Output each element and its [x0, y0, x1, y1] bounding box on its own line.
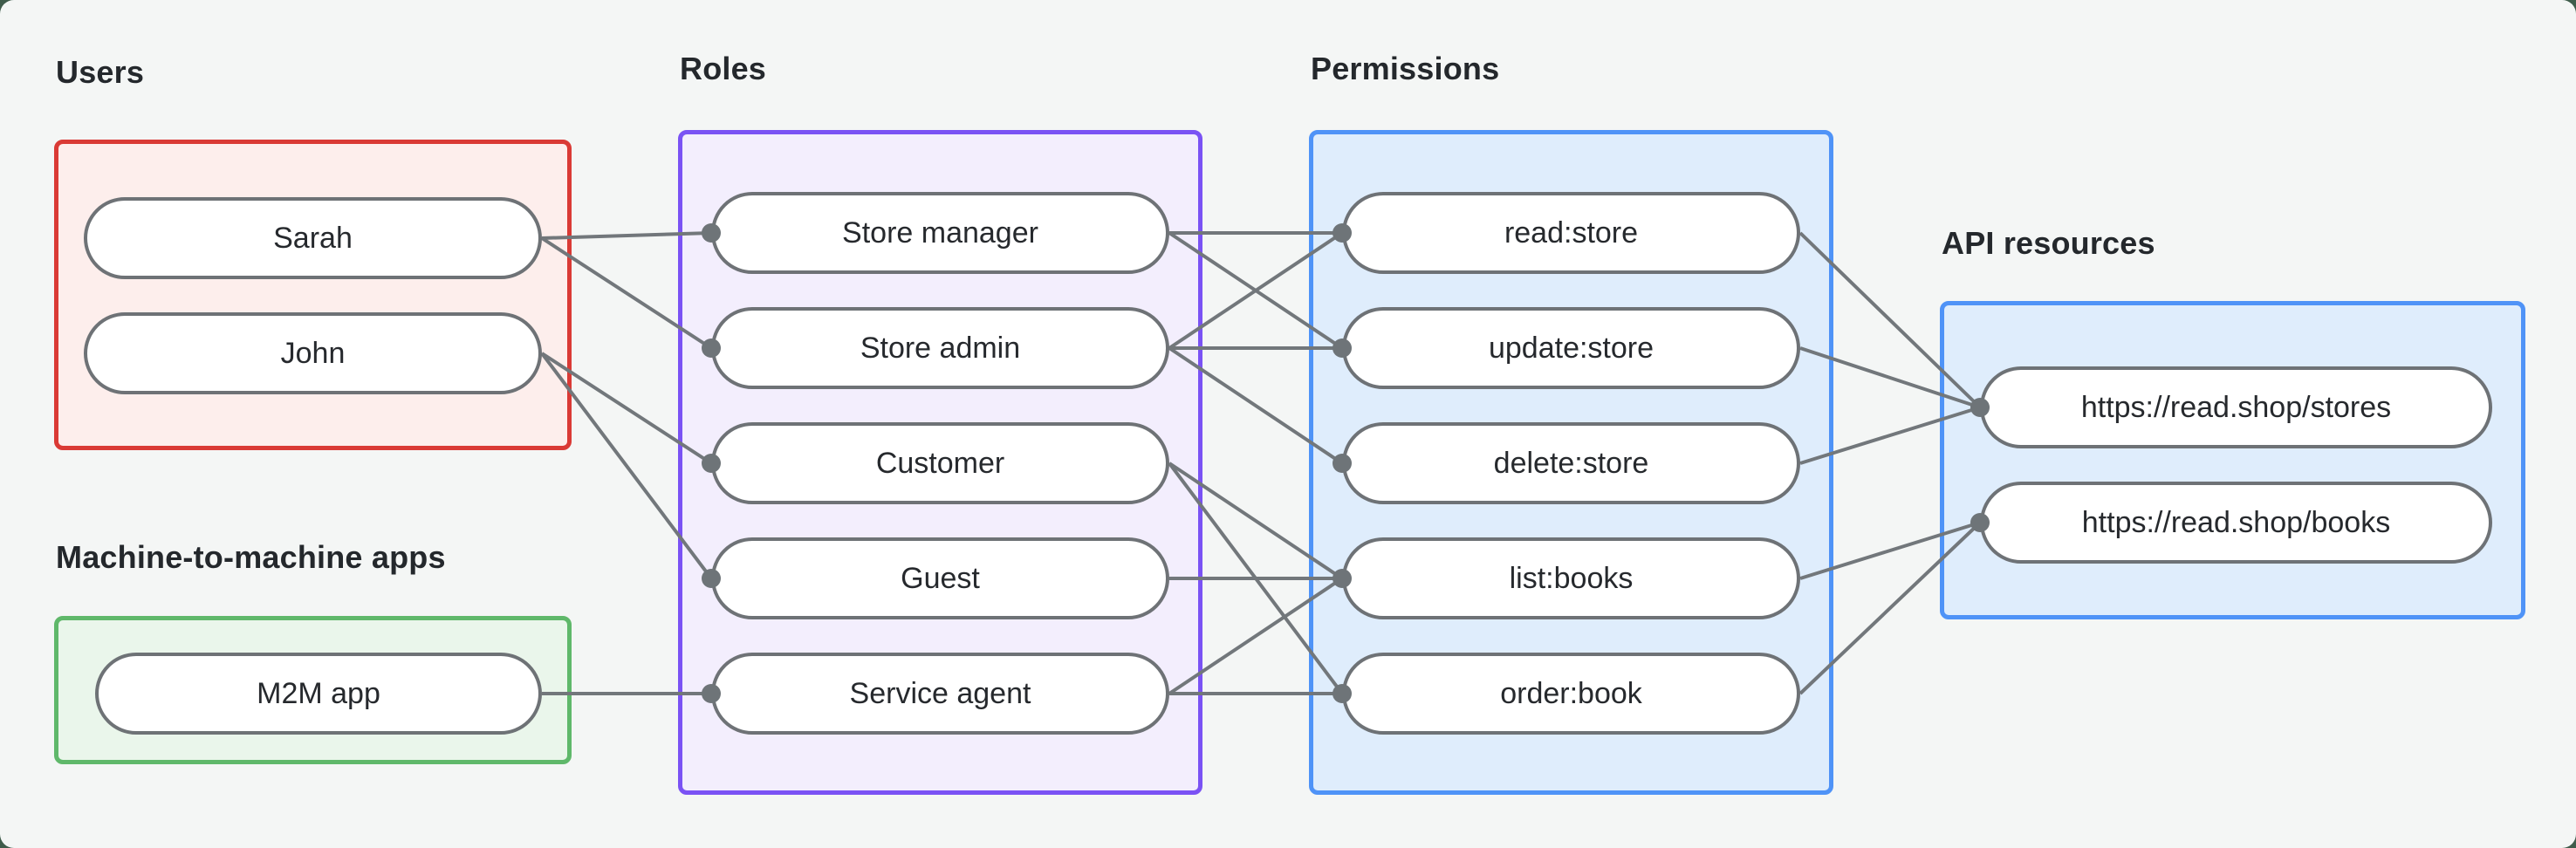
node-pill-order_book: order:book — [1342, 653, 1800, 735]
node-pill-sarah: Sarah — [84, 197, 542, 279]
connector-dot-read_store — [1333, 223, 1352, 243]
group-box-roles — [678, 130, 1202, 795]
node-pill-guest: Guest — [711, 537, 1169, 619]
edge-line-john-to-customer — [540, 352, 713, 465]
node-pill-store_admin: Store admin — [711, 307, 1169, 389]
edge-line-sarah-to-store_manager — [541, 231, 712, 240]
connector-dot-guest — [702, 569, 721, 588]
node-pill-john: John — [84, 312, 542, 394]
node-pill-service_agent: Service agent — [711, 653, 1169, 735]
connector-dot-stores_api — [1970, 398, 1990, 417]
edge-line-delete_store-to-stores_api — [1799, 406, 1981, 465]
edge-line-store_admin-to-delete_store — [1168, 346, 1344, 465]
connector-dot-store_manager — [702, 223, 721, 243]
group-box-users — [54, 140, 572, 450]
node-pill-stores_api: https://read.shop/stores — [1980, 366, 2492, 448]
edge-line-store_admin-to-read_store — [1168, 231, 1344, 350]
group-label-roles: Roles — [680, 51, 767, 86]
node-pill-read_store: read:store — [1342, 192, 1800, 274]
connector-dot-list_books — [1333, 569, 1352, 588]
connector-dot-books_api — [1970, 513, 1990, 532]
edge-line-update_store-to-stores_api — [1799, 346, 1981, 409]
connector-dot-store_admin — [702, 339, 721, 358]
node-pill-books_api: https://read.shop/books — [1980, 482, 2492, 564]
connector-dot-order_book — [1333, 684, 1352, 703]
group-label-api: API resources — [1942, 225, 2155, 261]
connector-dot-delete_store — [1333, 454, 1352, 473]
edge-line-service_agent-to-list_books — [1168, 577, 1344, 695]
edge-line-read_store-to-stores_api — [1798, 231, 1982, 409]
edge-line-order_book-to-books_api — [1798, 521, 1982, 695]
connector-dot-service_agent — [702, 684, 721, 703]
group-box-m2m — [54, 616, 572, 764]
edge-line-customer-to-order_book — [1168, 462, 1344, 695]
group-label-users: Users — [56, 54, 145, 90]
edge-line-store_manager-to-update_store — [1168, 231, 1344, 350]
connector-dot-update_store — [1333, 339, 1352, 358]
node-pill-update_store: update:store — [1342, 307, 1800, 389]
edge-line-sarah-to-store_admin — [540, 236, 713, 350]
group-label-m2m: Machine-to-machine apps — [56, 539, 446, 575]
edge-line-customer-to-list_books — [1168, 462, 1344, 580]
node-pill-list_books: list:books — [1342, 537, 1800, 619]
edge-line-john-to-guest — [540, 352, 713, 580]
node-pill-delete_store: delete:store — [1342, 422, 1800, 504]
group-label-permissions: Permissions — [1311, 51, 1500, 86]
node-pill-store_manager: Store manager — [711, 192, 1169, 274]
group-box-permissions — [1309, 130, 1833, 795]
group-box-api — [1940, 301, 2525, 619]
node-pill-m2m_app: M2M app — [95, 653, 542, 735]
edge-line-list_books-to-books_api — [1799, 521, 1981, 580]
node-pill-customer: Customer — [711, 422, 1169, 504]
connector-dot-customer — [702, 454, 721, 473]
